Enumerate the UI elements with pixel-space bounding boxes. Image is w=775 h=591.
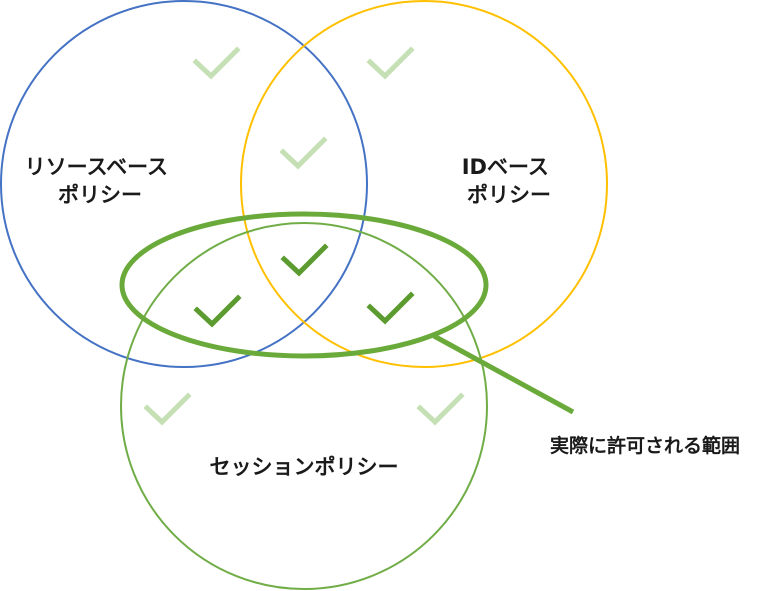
check-icon <box>416 392 465 426</box>
allowed-range-label: 実際に許可される範囲 <box>550 434 740 457</box>
callout-line <box>432 333 575 415</box>
resource-policy-label-line2: ポリシー <box>58 183 142 207</box>
id-based-policy-circle <box>240 0 608 368</box>
session-policy-circle <box>120 222 488 590</box>
allowed-range-ellipse <box>119 211 489 359</box>
resource-policy-label: リソースベース ポリシー <box>25 155 176 207</box>
resource-policy-label-line1: リソースベース <box>25 155 168 179</box>
id-policy-label: IDベース ポリシー <box>462 155 557 207</box>
id-policy-label-line1: IDベース <box>462 155 549 179</box>
check-icon <box>280 243 329 277</box>
check-icon <box>143 392 192 426</box>
check-icon <box>279 136 328 170</box>
session-policy-label: セッションポリシー <box>210 455 399 479</box>
id-policy-label-line2: ポリシー <box>467 183 551 207</box>
check-icon <box>366 46 415 80</box>
check-icon <box>192 46 241 80</box>
check-icon <box>366 291 415 325</box>
resource-based-policy-circle <box>0 0 368 368</box>
check-icon <box>193 294 242 328</box>
